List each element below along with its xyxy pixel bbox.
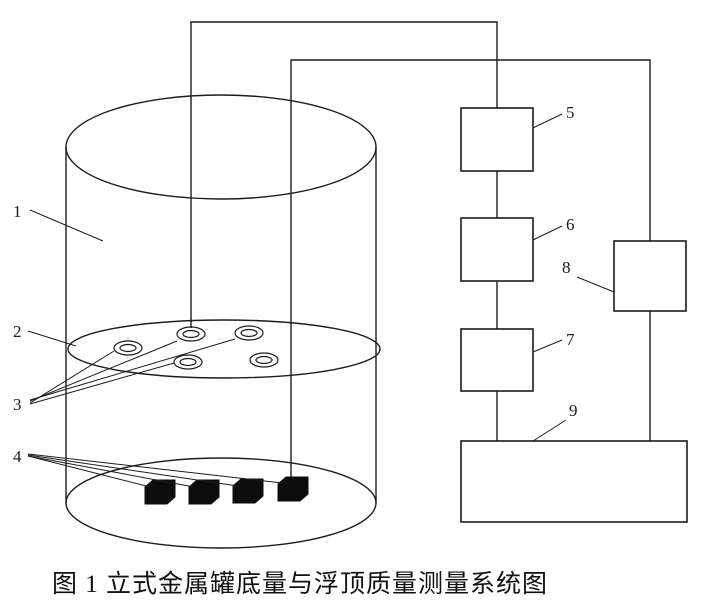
label-5: 5 [566, 103, 575, 122]
leader-2 [27, 330, 77, 347]
box-5 [460, 107, 534, 172]
instrument-boxes [460, 107, 688, 523]
label-2: 2 [13, 322, 22, 341]
roof-sensors [113, 325, 279, 370]
box-9 [460, 440, 688, 523]
label-7: 7 [566, 330, 575, 349]
roof-sensor-ring [173, 354, 203, 370]
bottom-sensor-cube [277, 476, 309, 502]
label-1: 1 [13, 202, 22, 221]
leader-5 [532, 113, 563, 129]
leader-9 [532, 419, 567, 442]
box-8 [613, 240, 687, 312]
figure-caption: 图 1 立式金属罐底量与浮顶质量测量系统图 [52, 570, 548, 598]
leader-3b [29, 362, 175, 405]
leader-4c [27, 454, 239, 487]
bottom-sensor-cube [144, 479, 176, 505]
roof-sensor-ring [113, 340, 143, 356]
tank [65, 94, 381, 549]
box-connectors [496, 171, 651, 441]
leader-3c [29, 340, 178, 402]
labels: 1 2 3 4 5 6 7 8 9 [13, 103, 578, 466]
label-8: 8 [562, 258, 571, 277]
wire-bottom-to-box8 [290, 59, 651, 478]
roof-sensor-ring [249, 352, 279, 368]
leader-8 [576, 276, 615, 293]
box-6 [460, 217, 534, 282]
box-7 [460, 328, 534, 392]
floating-roof-ellipse [67, 319, 381, 379]
label-9: 9 [569, 401, 578, 420]
leader-1 [29, 209, 104, 242]
wires [190, 21, 651, 478]
wire-roof-to-box5 [190, 21, 498, 328]
bottom-sensor-cube [188, 479, 220, 505]
leader-7 [532, 339, 563, 353]
bottom-sensors [144, 476, 309, 505]
leader-4a [27, 455, 151, 488]
roof-sensor-ring [176, 326, 206, 342]
tank-top-ellipse [65, 94, 377, 200]
label-6: 6 [566, 215, 575, 234]
leader-4b [27, 455, 195, 488]
label-4: 4 [13, 447, 22, 466]
bottom-sensor-cube [232, 478, 264, 504]
leader-4d [27, 453, 283, 484]
leader-3d [29, 338, 236, 401]
leader-6 [532, 225, 563, 241]
leader-3a [29, 350, 115, 404]
label-3: 3 [13, 395, 22, 414]
tank-bottom-ellipse [65, 457, 377, 549]
leader-lines [27, 113, 615, 488]
roof-sensor-ring [234, 325, 264, 341]
